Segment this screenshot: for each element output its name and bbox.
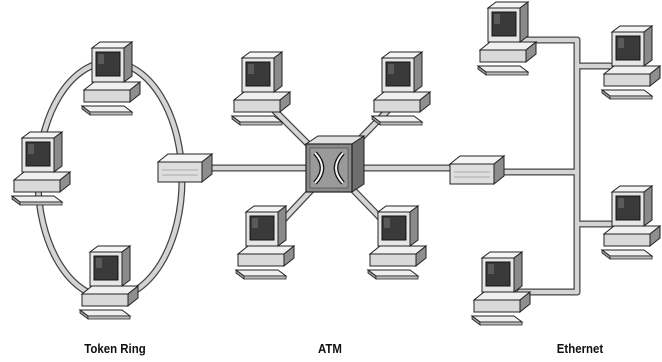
atm-segment — [231, 51, 431, 280]
token-ring-label: Token Ring — [84, 341, 146, 356]
workstation-icon — [601, 25, 661, 100]
workstation-icon — [81, 41, 141, 116]
atm-switch-icon — [304, 135, 366, 193]
ethernet-label: Ethernet — [556, 341, 604, 356]
ethernet-segment — [449, 1, 661, 326]
workstation-icon — [79, 245, 139, 320]
atm-label: ATM — [318, 341, 342, 356]
ethernet-bus-cable — [488, 36, 614, 296]
token-ring-segment — [11, 41, 213, 320]
workstation-icon — [235, 205, 295, 280]
router-icon — [449, 155, 505, 185]
router-icon — [157, 153, 213, 183]
